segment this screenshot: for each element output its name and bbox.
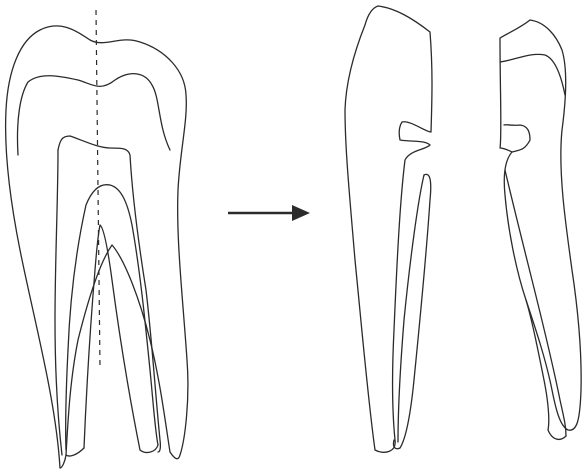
sectioned-tooth-right-half bbox=[500, 20, 581, 439]
right-half-notch bbox=[504, 125, 530, 152]
root-furcation bbox=[84, 225, 140, 450]
pulp-canal-left bbox=[55, 150, 62, 455]
right-arrow-icon bbox=[228, 205, 310, 221]
pulp-chamber-outline bbox=[58, 136, 160, 452]
pulp-canal-inner bbox=[68, 185, 158, 445]
right-half-enamel-line bbox=[500, 54, 565, 95]
root-tip-right bbox=[140, 445, 158, 452]
root-tip-left bbox=[66, 448, 84, 456]
left-half-outline bbox=[345, 6, 432, 452]
right-half-canal-inner bbox=[505, 170, 566, 436]
right-half-outline bbox=[500, 20, 581, 430]
sectioned-tooth-left-half bbox=[345, 6, 432, 452]
whole-tooth bbox=[6, 10, 188, 468]
tooth-dentin-outline bbox=[17, 74, 170, 155]
